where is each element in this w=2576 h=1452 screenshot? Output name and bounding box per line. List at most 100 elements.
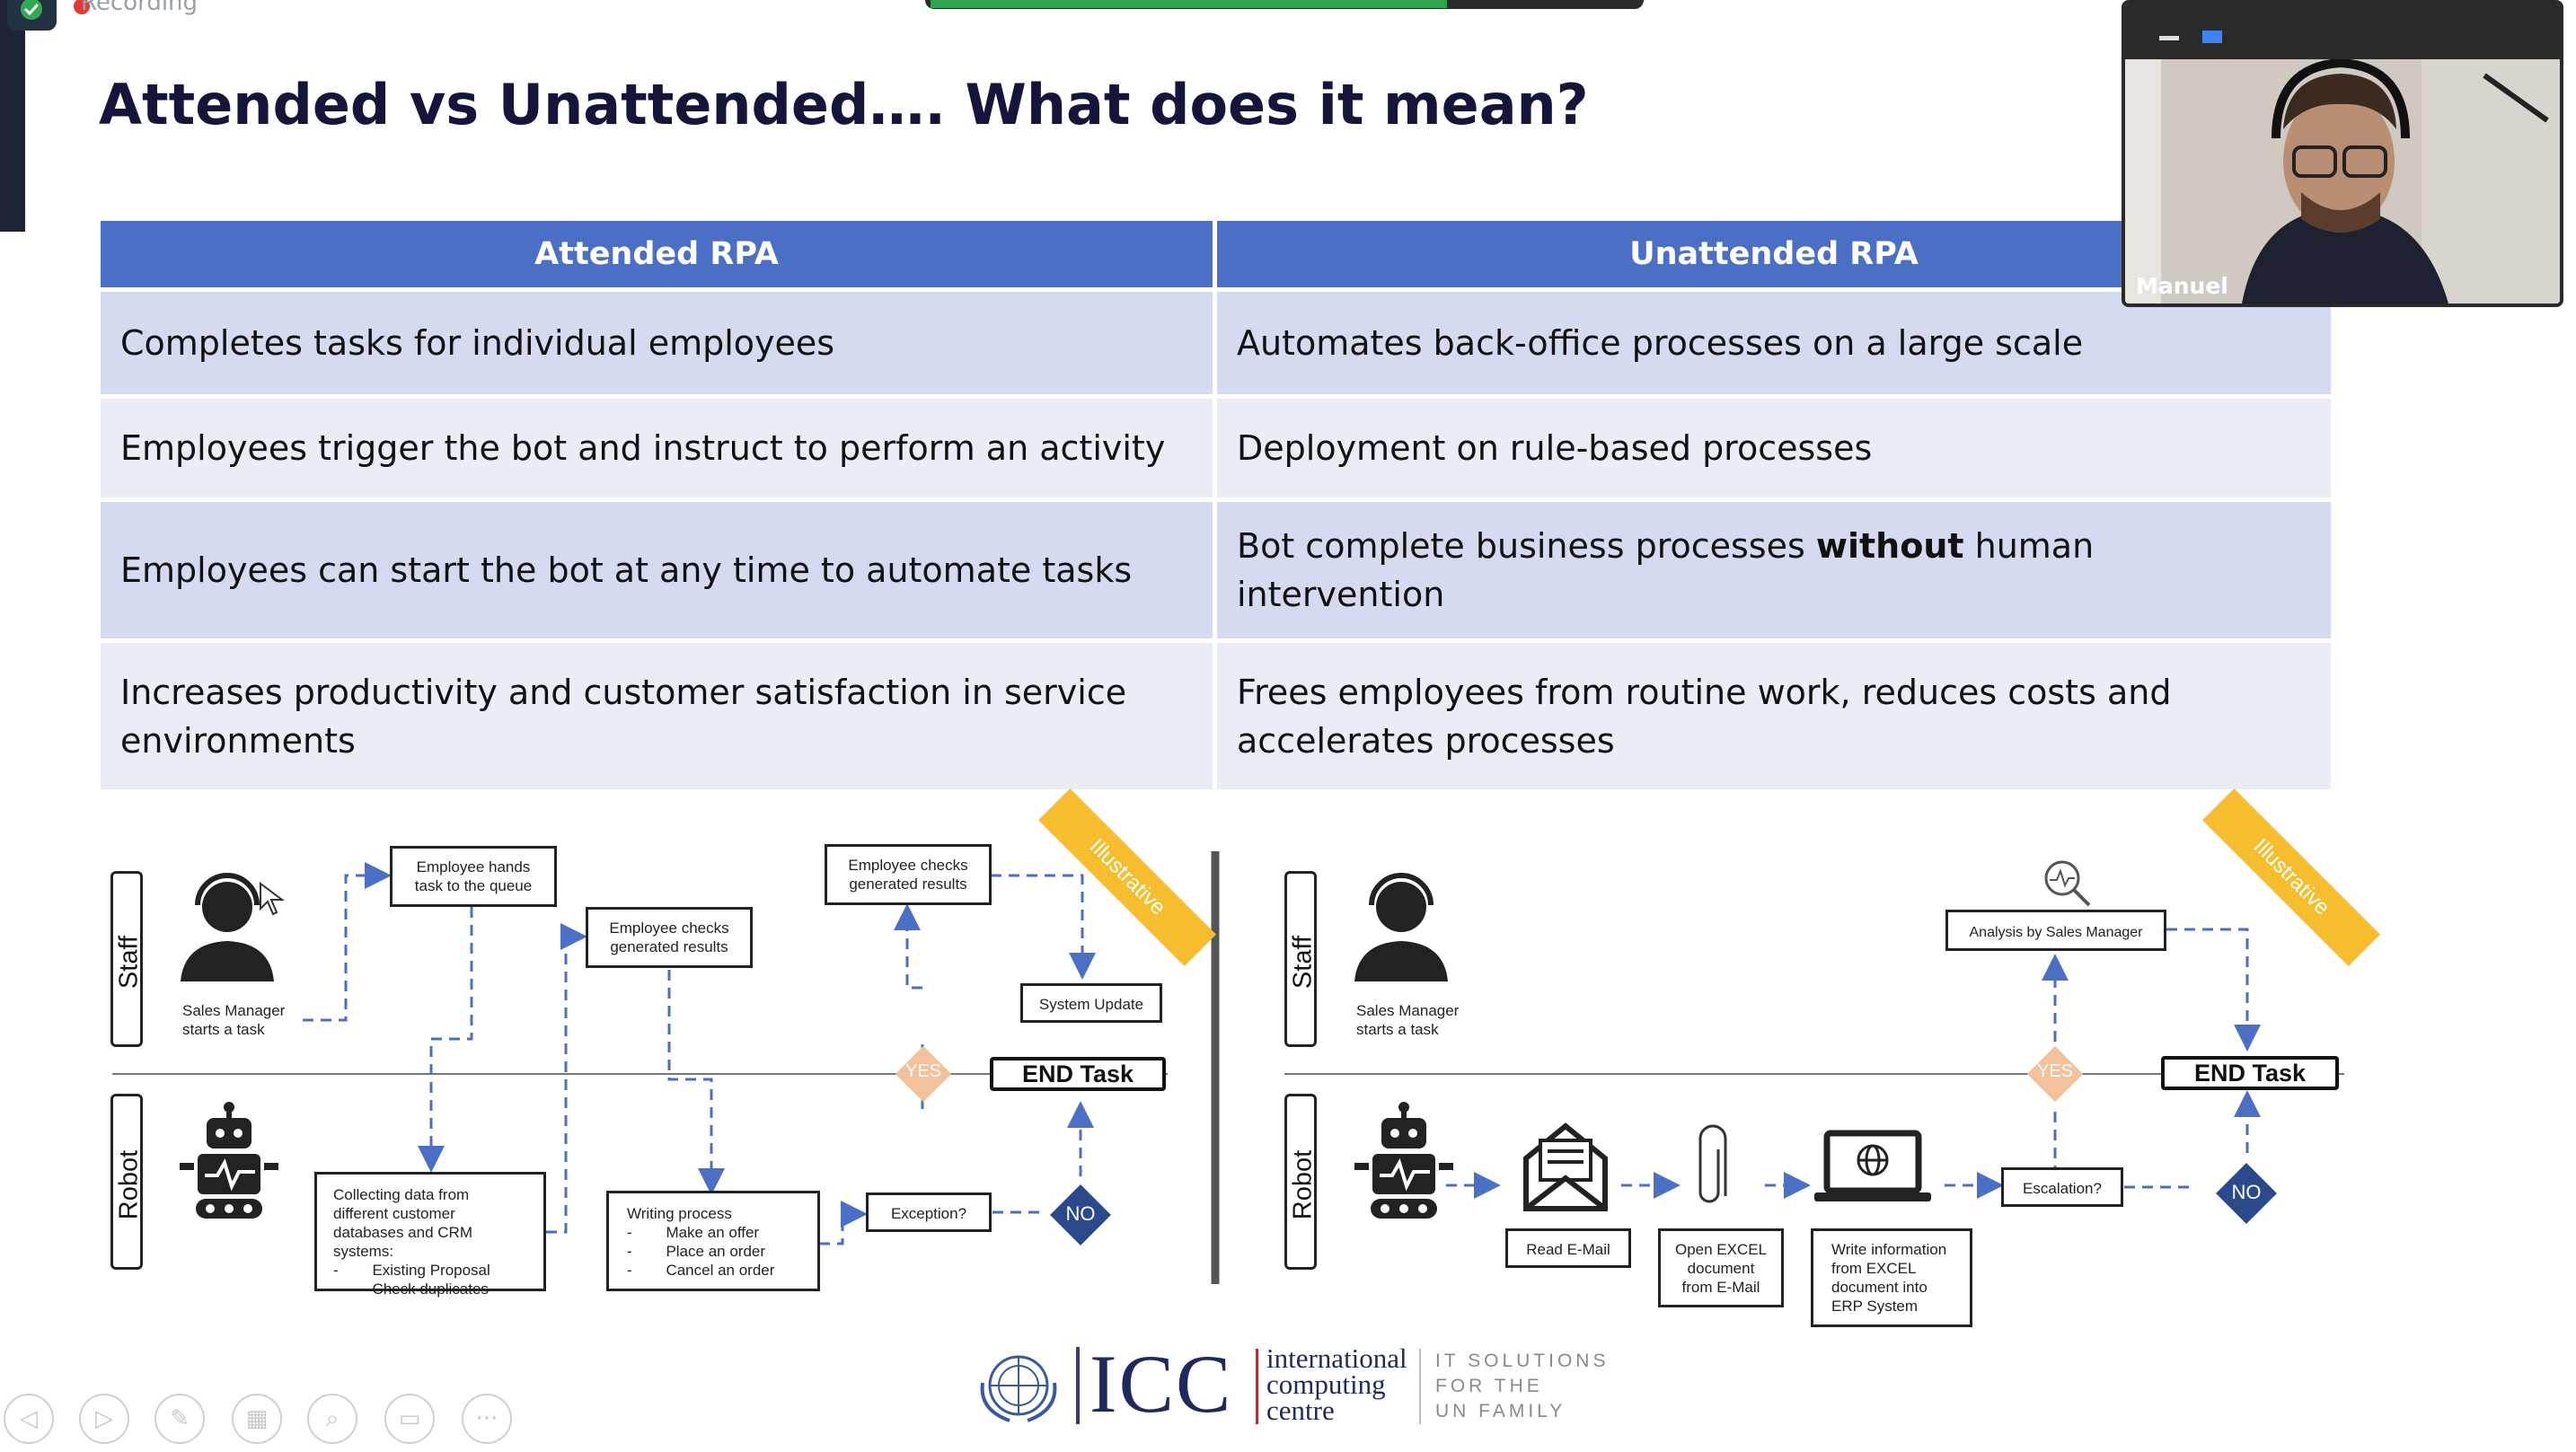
logo-divider — [1076, 1347, 1080, 1424]
table-cell: Employees can start the bot at any time … — [101, 502, 1213, 638]
person-headset-icon — [181, 873, 274, 981]
next-icon: ▷ — [95, 1405, 113, 1432]
caption-line: starts a task — [182, 1021, 265, 1038]
logo-divider — [1419, 1349, 1421, 1424]
box-checks-results-1: Employee checks generated results — [586, 907, 753, 968]
participant-name: Manuel — [2136, 273, 2228, 299]
box-line: task to the queue — [414, 877, 533, 894]
icc-logo-text: ICC — [1090, 1338, 1233, 1430]
analysis-magnifier-icon — [2044, 860, 2091, 907]
maximize-icon[interactable] — [2202, 31, 2222, 43]
screen-share-indicator — [931, 0, 1447, 8]
slide-title: Attended vs Unattended…. What does it me… — [99, 72, 1589, 137]
box-line: databases and CRM systems: — [333, 1224, 472, 1260]
box-system-update: System Update — [1020, 983, 1162, 1023]
table-cell: Frees employees from routine work, reduc… — [1217, 643, 2331, 789]
previous-icon: ◁ — [20, 1405, 38, 1432]
previous-slide-button[interactable]: ◁ — [4, 1394, 54, 1444]
box-hands-task: Employee hands task to the queue — [390, 846, 557, 907]
un-emblem-logo — [980, 1355, 1057, 1422]
zoom-button[interactable]: ⌕ — [307, 1394, 357, 1444]
box-line: - Place an order — [627, 1243, 766, 1260]
laptop-globe-icon — [1814, 1130, 1931, 1201]
box-line: Employee hands — [416, 858, 531, 876]
no-decision-diamond — [2216, 1163, 2277, 1224]
box-writing-process: Writing process - Make an offer - Place … — [606, 1191, 820, 1291]
pen-button[interactable]: ✎ — [154, 1394, 205, 1444]
recording-label: Recording — [81, 0, 198, 16]
mouse-cursor-icon — [260, 882, 285, 916]
box-line: document — [1687, 1260, 1755, 1277]
box-collecting-data: Collecting data from different customer … — [314, 1172, 546, 1298]
box-line: Open EXCEL — [1674, 1241, 1768, 1258]
shield-check-icon — [7, 0, 57, 31]
end-task-box: END Task — [990, 1057, 1166, 1091]
icc-name: international computing centre — [1266, 1342, 1407, 1426]
box-line: document into — [1831, 1279, 1928, 1296]
tagline-line: FOR THE — [1435, 1376, 1543, 1396]
email-envelope-icon — [1523, 1122, 1608, 1211]
box-line: from E-Mail — [1681, 1279, 1760, 1296]
lane-label-staff: Staff — [1284, 871, 1318, 1047]
robot-icon — [180, 1102, 278, 1219]
box-line: - Make an offer — [627, 1224, 760, 1241]
caption-line: Sales Manager — [1356, 1002, 1460, 1019]
end-task-box: END Task — [2161, 1056, 2339, 1090]
no-label: NO — [1065, 1202, 1096, 1225]
table-cell: Automates back-office processes on a lar… — [1217, 292, 2331, 394]
box-line: different customer — [333, 1205, 455, 1222]
icc-name-line: international — [1266, 1342, 1407, 1374]
lane-label-text: Robot — [1288, 1149, 1318, 1220]
box-read-email: Read E-Mail — [1505, 1228, 1631, 1268]
yes-label: YES — [904, 1061, 942, 1081]
table-cell-bold-text: without — [1815, 526, 1964, 566]
box-line: Collecting data from — [333, 1186, 470, 1203]
box-exception: Exception? — [866, 1192, 992, 1232]
box-line: generated results — [849, 876, 967, 893]
table-cell: Bot complete business processes without … — [1217, 502, 2331, 638]
yes-decision-diamond — [895, 1045, 952, 1103]
paperclip-icon — [1698, 1124, 1727, 1203]
table-cell: Employees trigger the bot and instruct t… — [101, 399, 1213, 497]
person-headset-icon — [1354, 873, 1448, 981]
lane-label-robot: Robot — [1284, 1094, 1318, 1270]
box-line: - Check duplicates — [333, 1280, 489, 1298]
caption-line: starts a task — [1356, 1021, 1439, 1038]
box-write-information: Write information from EXCEL document in… — [1811, 1228, 1972, 1327]
webcam-title-bar — [2125, 4, 2560, 59]
box-line: from EXCEL — [1831, 1260, 1917, 1277]
subtitles-button[interactable]: ▭ — [384, 1394, 435, 1444]
robot-icon — [1354, 1102, 1453, 1219]
box-line: ERP System — [1831, 1298, 1919, 1315]
table-cell: Increases productivity and customer sati… — [101, 643, 1213, 789]
minimize-icon[interactable] — [2159, 36, 2179, 40]
table-cell-text: human intervention — [1237, 526, 2095, 614]
lane-label-text: Staff — [1288, 935, 1318, 990]
logo-divider — [1256, 1349, 1258, 1424]
box-analysis: Analysis by Sales Manager — [1945, 910, 2166, 951]
yes-label: YES — [2036, 1061, 2074, 1081]
no-label: NO — [2231, 1181, 2262, 1203]
lane-label-text: Staff — [114, 935, 144, 990]
yes-decision-diamond — [2026, 1045, 2084, 1103]
table-cell: Completes tasks for individual employees — [101, 292, 1213, 394]
box-line: Employee checks — [848, 857, 968, 874]
tagline-line: UN FAMILY — [1435, 1401, 1566, 1421]
see-all-slides-button[interactable]: ▦ — [232, 1394, 282, 1444]
tagline-line: IT SOLUTIONS — [1435, 1351, 1610, 1371]
box-escalation: Escalation? — [2001, 1167, 2123, 1207]
lane-label-text: Robot — [114, 1149, 144, 1220]
webcam-video-tile[interactable]: Manuel — [2122, 0, 2563, 307]
caption-line: Sales Manager — [182, 1002, 286, 1019]
table-header-attended: Attended RPA — [101, 221, 1213, 287]
icc-name-line: centre — [1266, 1395, 1335, 1426]
more-icon: ··· — [475, 1405, 498, 1432]
pen-icon: ✎ — [170, 1405, 190, 1432]
table-cell: Deployment on rule-based processes — [1217, 399, 2331, 497]
more-options-button[interactable]: ··· — [462, 1394, 512, 1444]
next-slide-button[interactable]: ▷ — [79, 1394, 129, 1444]
slides-icon: ▦ — [245, 1405, 269, 1432]
icc-name-line: computing — [1266, 1368, 1386, 1400]
box-line: generated results — [610, 938, 728, 955]
